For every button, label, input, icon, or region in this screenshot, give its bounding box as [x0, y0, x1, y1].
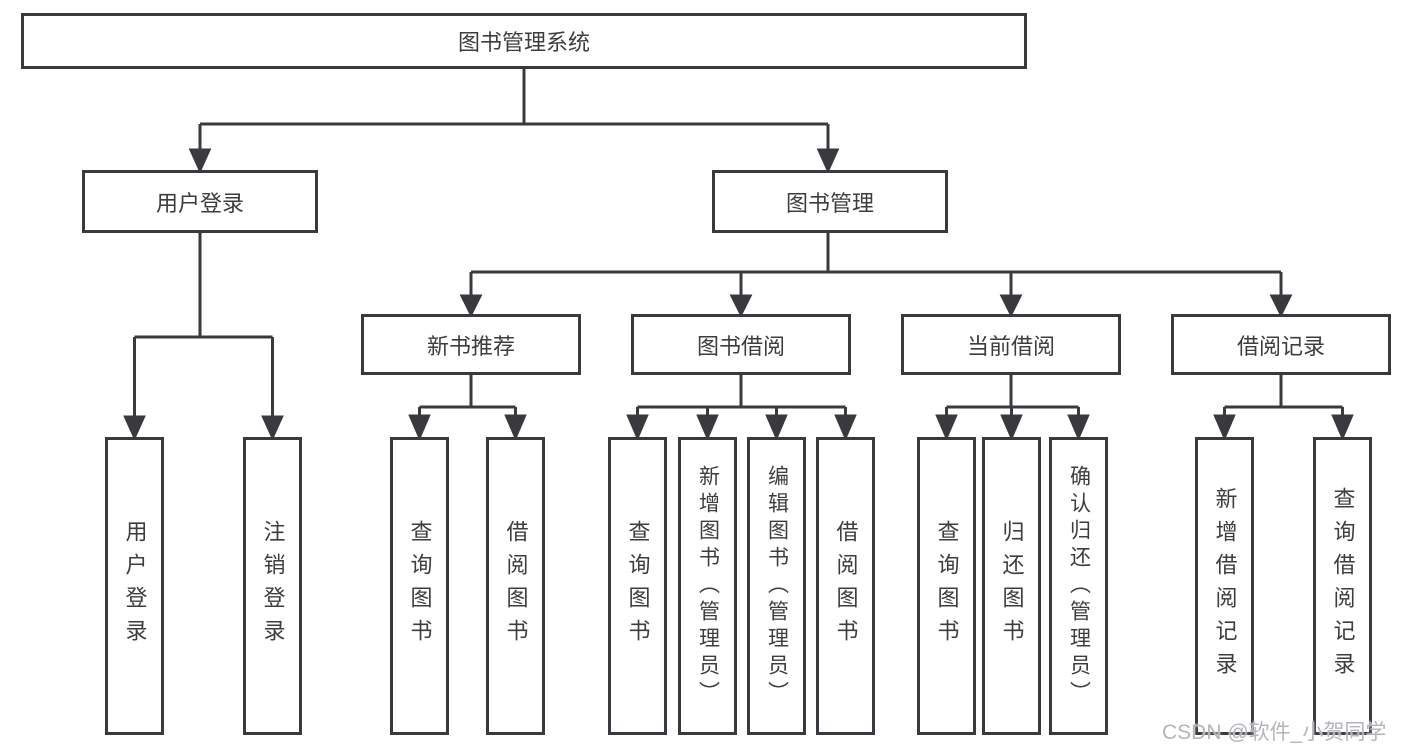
- arrowhead: [1331, 414, 1354, 441]
- leaf-label: 新增借阅记录: [1212, 487, 1238, 685]
- arrowhead: [1269, 294, 1293, 318]
- leaf-label: 查询图书: [934, 520, 960, 652]
- node-label: 图书借阅: [696, 333, 785, 359]
- leaf-label: 查询图书: [407, 520, 433, 652]
- connector-new-book-recommend-to-leaves: [408, 375, 527, 441]
- arrowhead: [1000, 414, 1023, 441]
- node-label: 当前借阅: [966, 333, 1055, 359]
- node-label: 借阅记录: [1236, 333, 1325, 359]
- arrowhead: [1067, 414, 1090, 441]
- leaf-label: 归还图书: [999, 520, 1025, 652]
- node-current-borrowing: 当前借阅: [901, 314, 1121, 375]
- arrowhead: [459, 294, 483, 318]
- arrowhead: [816, 148, 840, 174]
- leaf-borrow-books: 借阅图书: [486, 437, 545, 735]
- leaf-label: 查询图书: [625, 520, 651, 652]
- node-library-management-system: 图书管理系统: [21, 13, 1027, 69]
- connector-current-borrowing-to-leaves: [935, 375, 1090, 441]
- connector-user-login-to-leaves: [123, 233, 284, 441]
- leaf-label: 确认归还（管理员）: [1067, 464, 1091, 708]
- leaf-return-books: 归还图书: [982, 437, 1041, 735]
- arrowhead: [123, 415, 146, 441]
- leaf-add-books-admin: 新增图书（管理员）: [678, 437, 737, 735]
- node-book-management: 图书管理: [712, 170, 948, 233]
- arrowhead: [188, 148, 212, 174]
- connector-borrowing-records-to-leaves: [1213, 375, 1354, 441]
- connector-book-borrowing-to-leaves: [626, 375, 857, 441]
- leaf-label: 查询借阅记录: [1330, 487, 1356, 685]
- leaf-label: 借阅图书: [503, 520, 529, 652]
- arrowhead: [408, 414, 431, 441]
- leaf-query-books: 查询图书: [917, 437, 976, 735]
- node-user-login: 用户登录: [82, 170, 318, 233]
- node-borrowing-records: 借阅记录: [1171, 314, 1391, 375]
- leaf-label: 用户登录: [122, 520, 148, 652]
- node-book-borrowing: 图书借阅: [631, 314, 851, 375]
- node-label: 图书管理: [785, 190, 874, 216]
- leaf-label: 注销登录: [260, 520, 286, 652]
- leaf-confirm-return-admin: 确认归还（管理员）: [1049, 437, 1108, 735]
- arrowhead: [999, 294, 1023, 318]
- arrowhead: [1213, 414, 1236, 441]
- node-new-book-recommend: 新书推荐: [361, 314, 581, 375]
- arrowhead: [834, 414, 857, 441]
- arrowhead: [935, 414, 958, 441]
- arrowhead: [729, 294, 753, 318]
- node-label: 图书管理系统: [457, 30, 590, 55]
- leaf-query-books: 查询图书: [390, 437, 449, 735]
- leaf-user-login: 用户登录: [105, 437, 164, 735]
- leaf-edit-books-admin: 编辑图书（管理员）: [747, 437, 806, 735]
- leaf-label: 借阅图书: [833, 520, 859, 652]
- leaf-label: 编辑图书（管理员）: [765, 464, 789, 708]
- arrowhead: [261, 415, 284, 441]
- connector-book-management-to-level2: [459, 233, 1293, 318]
- arrowhead: [504, 414, 527, 441]
- leaf-label: 新增图书（管理员）: [696, 464, 720, 708]
- csdn-watermark: CSDN @软件_小贺同学: [1162, 721, 1387, 744]
- leaf-logout: 注销登录: [243, 437, 302, 735]
- connector-root-to-level1: [188, 69, 840, 174]
- leaf-borrow-books: 借阅图书: [816, 437, 875, 735]
- arrowhead: [626, 414, 649, 441]
- node-label: 用户登录: [155, 190, 244, 216]
- leaf-query-books: 查询图书: [608, 437, 667, 735]
- arrowhead: [696, 414, 719, 441]
- node-label: 新书推荐: [426, 333, 515, 359]
- leaf-query-borrow-record: 查询借阅记录: [1313, 437, 1372, 735]
- arrowhead: [765, 414, 788, 441]
- leaf-add-borrow-record: 新增借阅记录: [1195, 437, 1254, 735]
